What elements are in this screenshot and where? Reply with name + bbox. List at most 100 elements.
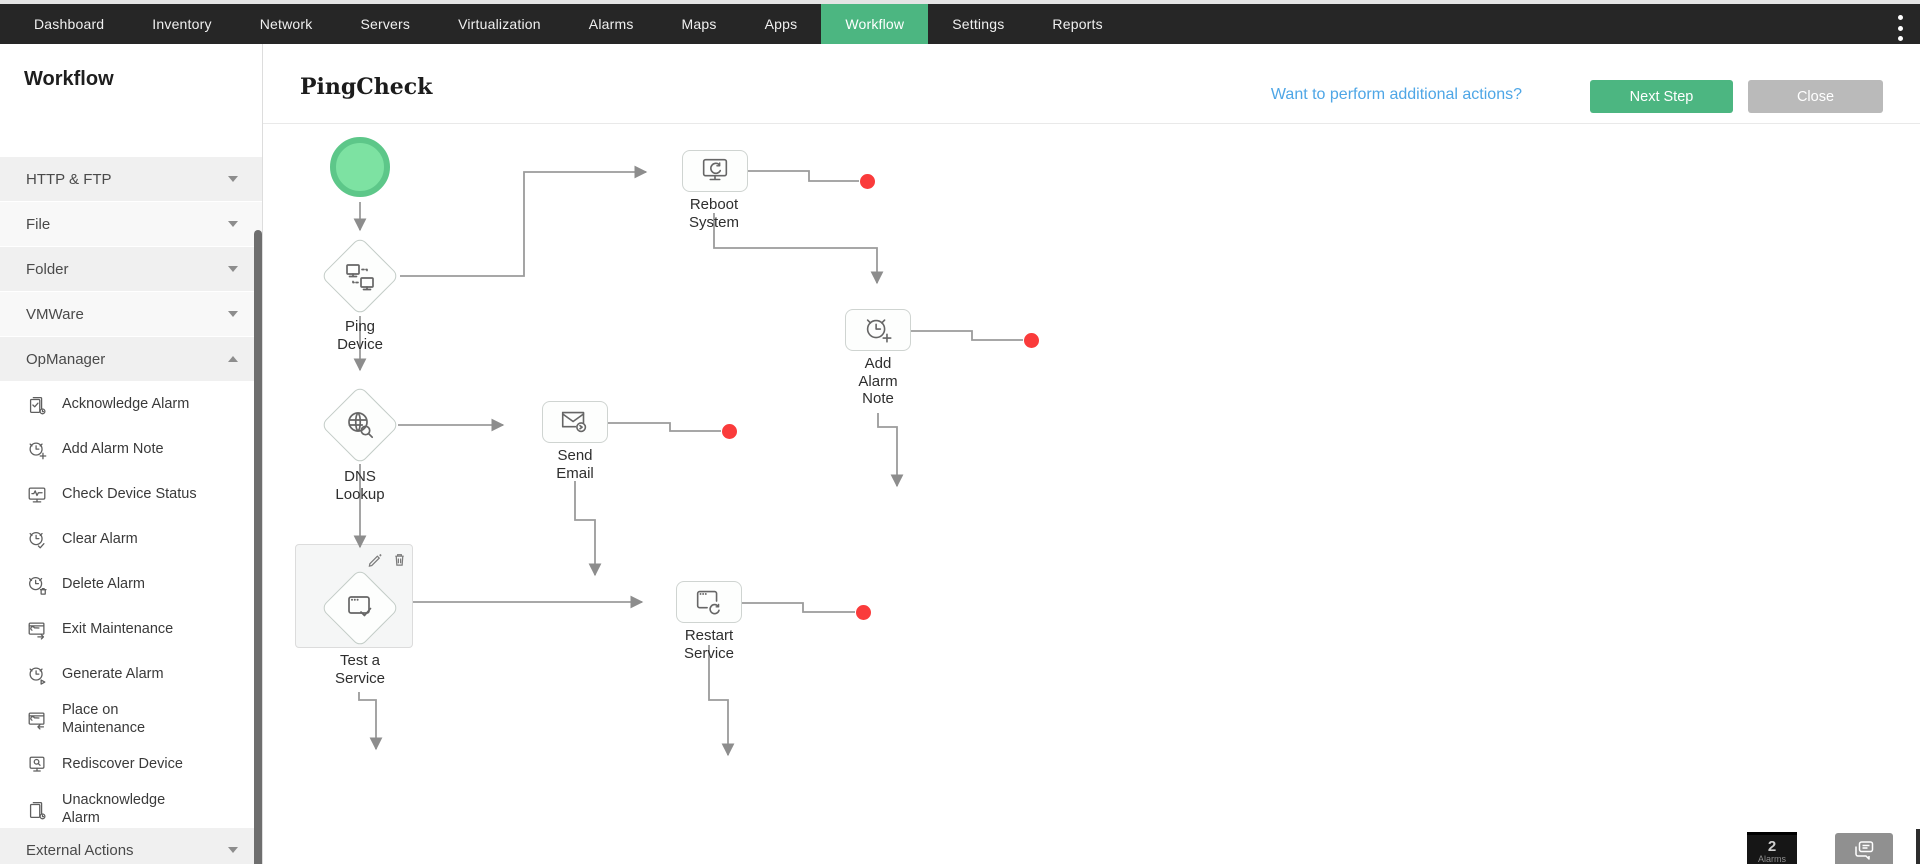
sidebar-title: Workflow — [24, 68, 114, 90]
node-label-reboot-system: Reboot System — [688, 196, 739, 231]
canvas-divider — [263, 123, 1920, 124]
acknowledge-alarm-icon — [29, 396, 46, 414]
delete-alarm-icon — [29, 576, 47, 595]
nav-item-maps[interactable]: Maps — [681, 16, 717, 32]
sidebar-item-label: Clear Alarm — [62, 530, 138, 547]
nav-item-apps[interactable]: Apps — [764, 16, 798, 32]
sidebar-section-vmware[interactable]: VMWare — [0, 292, 262, 336]
nav-item-inventory[interactable]: Inventory — [152, 16, 212, 32]
node-label-test-a-service: Test a Service — [334, 652, 386, 687]
add-alarm-note-icon — [866, 319, 892, 343]
alarm-count-badge[interactable]: 2 Alarms — [1747, 832, 1797, 864]
sidebar-item-add-alarm-note[interactable]: Add Alarm Note — [0, 427, 254, 472]
nav-item-settings[interactable]: Settings — [952, 16, 1005, 32]
nav-item-dashboard[interactable]: Dashboard — [34, 16, 105, 32]
sidebar-item-check-device-status[interactable]: Check Device Status — [0, 472, 254, 517]
sidebar-item-clear-alarm[interactable]: Clear Alarm — [0, 517, 254, 562]
unacknowledge-alarm-icon — [29, 801, 46, 819]
node-label-add-alarm-note: Add Alarm Note — [858, 355, 898, 408]
sidebar-section-external-actions[interactable]: External Actions — [0, 828, 262, 864]
sidebar-item-label: Rediscover Device — [62, 755, 183, 772]
connector-endpoint-dot[interactable] — [860, 174, 875, 189]
close-button[interactable]: Close — [1748, 80, 1883, 113]
sidebar-item-label: Check Device Status — [62, 485, 197, 502]
node-add-alarm-note[interactable] — [845, 309, 911, 351]
nav-item-network[interactable]: Network — [259, 16, 313, 32]
node-send-email[interactable] — [542, 401, 608, 443]
kebab-menu-icon[interactable] — [1894, 15, 1906, 41]
trash-icon[interactable] — [392, 551, 407, 567]
window-edge — [0, 0, 1920, 4]
node-label-dns-lookup: DNS Lookup — [335, 468, 385, 503]
connector-endpoint-dot[interactable] — [722, 424, 737, 439]
send-email-icon — [561, 411, 587, 433]
sidebar-item-label: Place on Maintenance — [62, 702, 146, 736]
chevron-down-icon — [228, 266, 238, 272]
opmanager-actions-list: Acknowledge Alarm Add Alarm Note Check D… — [0, 382, 254, 832]
sidebar-section-opmanager[interactable]: OpManager — [0, 337, 262, 381]
nav-item-workflow[interactable]: Workflow — [821, 4, 929, 44]
connector-endpoint-dot[interactable] — [856, 605, 871, 620]
sidebar-item-delete-alarm[interactable]: Delete Alarm — [0, 562, 254, 607]
place-on-maintenance-icon — [28, 711, 45, 730]
page-title: PingCheck — [300, 74, 433, 100]
alarm-count: 2 — [1767, 838, 1777, 855]
node-label-ping-device: Ping Device — [337, 318, 383, 353]
connector-endpoint-dot[interactable] — [1024, 333, 1039, 348]
sidebar-item-label: Delete Alarm — [62, 575, 146, 592]
section-label: HTTP & FTP — [26, 170, 112, 188]
add-alarm-note-icon — [29, 441, 47, 459]
chevron-up-icon — [228, 356, 238, 362]
node-restart-service[interactable] — [676, 581, 742, 623]
sidebar-item-acknowledge-alarm[interactable]: Acknowledge Alarm — [0, 382, 254, 427]
next-step-button[interactable]: Next Step — [1590, 80, 1733, 113]
section-label: File — [26, 215, 51, 233]
node-reboot-system[interactable] — [682, 150, 748, 192]
sidebar-item-label: Unacknowledge Alarm — [62, 792, 166, 826]
node-label-restart-service: Restart Service — [683, 627, 735, 662]
nav-item-virtualization[interactable]: Virtualization — [458, 16, 541, 32]
nav-item-reports[interactable]: Reports — [1052, 16, 1103, 32]
nav-item-servers[interactable]: Servers — [360, 16, 411, 32]
sidebar-item-unacknowledge-alarm[interactable]: Unacknowledge Alarm — [0, 787, 254, 832]
top-navbar: Dashboard Inventory Network Servers Virt… — [0, 4, 1920, 44]
sidebar-item-label: Acknowledge Alarm — [62, 395, 190, 412]
window-edge — [1916, 829, 1920, 864]
workflow-sidebar: Workflow HTTP & FTP File Folder VMWare O… — [0, 44, 263, 864]
restart-service-icon — [696, 590, 720, 615]
clear-alarm-icon — [29, 531, 45, 548]
exit-maintenance-icon — [28, 621, 45, 640]
sidebar-item-generate-alarm[interactable]: Generate Alarm — [0, 652, 254, 697]
node-dns-lookup[interactable] — [320, 385, 400, 465]
sidebar-section-folder[interactable]: Folder — [0, 247, 262, 291]
sidebar-item-exit-maintenance[interactable]: Exit Maintenance — [0, 607, 254, 652]
generate-alarm-icon — [29, 666, 46, 685]
sidebar-item-label: Generate Alarm — [62, 665, 164, 682]
chat-button[interactable] — [1835, 833, 1893, 864]
node-label-send-email: Send Email — [556, 447, 594, 482]
sidebar-section-http-ftp[interactable]: HTTP & FTP — [0, 157, 262, 201]
sidebar-scrollbar[interactable] — [254, 230, 262, 864]
workflow-start-node[interactable] — [330, 137, 390, 197]
chevron-down-icon — [228, 847, 238, 853]
chevron-down-icon — [228, 176, 238, 182]
chat-icon — [1855, 841, 1874, 860]
section-label: OpManager — [26, 350, 106, 368]
sidebar-item-place-on-maintenance[interactable]: Place on Maintenance — [0, 697, 254, 742]
chevron-down-icon — [228, 221, 238, 227]
node-ping-device[interactable] — [320, 236, 400, 316]
sidebar-item-rediscover-device[interactable]: Rediscover Device — [0, 742, 254, 787]
nav-item-alarms[interactable]: Alarms — [588, 16, 634, 32]
alarm-count-label: Alarms — [1757, 854, 1786, 864]
sidebar-section-file[interactable]: File — [0, 202, 262, 246]
additional-actions-link[interactable]: Want to perform additional actions? — [1270, 86, 1522, 103]
section-label: External Actions — [26, 841, 134, 859]
edit-icon[interactable] — [368, 552, 383, 567]
node-test-a-service[interactable] — [320, 568, 400, 648]
rediscover-device-icon — [29, 756, 45, 772]
section-label: VMWare — [26, 305, 84, 323]
chevron-down-icon — [228, 311, 238, 317]
section-label: Folder — [26, 260, 69, 278]
